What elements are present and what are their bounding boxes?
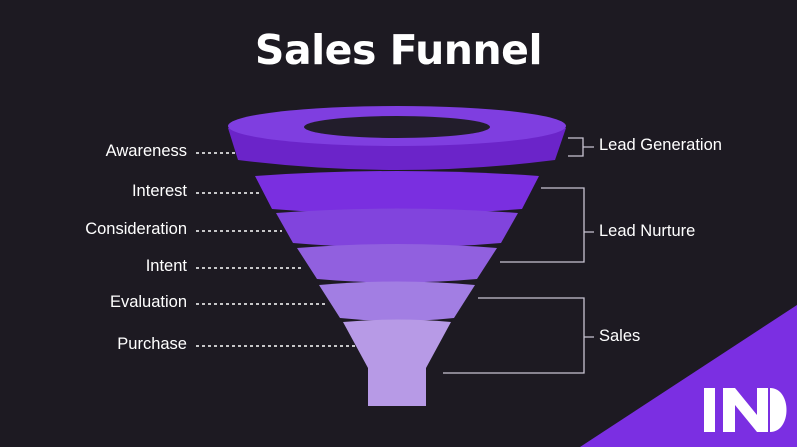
funnel-band-consideration — [276, 208, 518, 248]
brand-logo — [704, 388, 787, 432]
funnel — [228, 106, 566, 406]
stage-label-awareness: Awareness — [105, 142, 187, 160]
group-label-lead-nurture: Lead Nurture — [599, 222, 696, 240]
stage-label-consideration: Consideration — [85, 220, 187, 238]
bracket-lead-generation — [568, 137, 594, 157]
funnel-band-intent — [297, 244, 497, 283]
stage-label-purchase: Purchase — [117, 335, 187, 353]
stage-label-evaluation: Evaluation — [109, 293, 187, 311]
funnel-opening — [304, 116, 490, 138]
bracket-lead-nurture — [500, 187, 594, 263]
stage-label-interest: Interest — [131, 182, 187, 200]
page-title: Sales Funnel — [254, 26, 543, 74]
group-label-lead-generation: Lead Generation — [599, 136, 722, 154]
bracket-sales — [443, 297, 594, 374]
funnel-band-evaluation — [319, 281, 475, 321]
funnel-band-purchase — [343, 319, 451, 406]
stage-label-intent: Intent — [145, 257, 187, 275]
group-label-sales: Sales — [599, 327, 641, 345]
funnel-band-interest — [255, 171, 539, 214]
